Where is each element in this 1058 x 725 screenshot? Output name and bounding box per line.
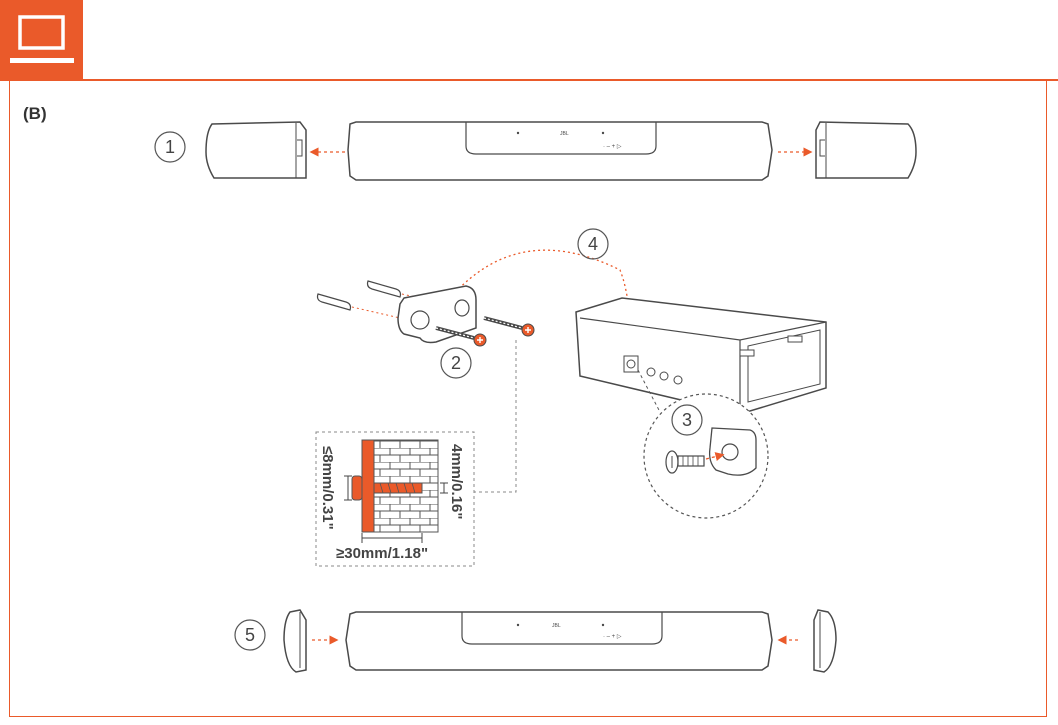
diagram-frame: [9, 80, 1047, 717]
right-end-speaker: [815, 121, 917, 179]
step-3-circle: [671, 404, 703, 436]
screw-head-detail: [351, 475, 363, 501]
step-5-soundbar: 5 JBL · – + ▷: [234, 609, 837, 673]
header-badge: [0, 0, 83, 80]
main-soundbar-bottom: [345, 611, 773, 671]
section-label: (B): [23, 104, 47, 123]
wall-anchor-1: [316, 293, 352, 311]
step-3-rear: 3: [575, 297, 827, 519]
max-plate-label: ≤8mm/0.31": [319, 446, 336, 530]
main-soundbar: [347, 121, 773, 181]
left-end-cap: [283, 609, 307, 673]
step-1-number: 1: [165, 137, 175, 157]
soundbar-rear-body: [575, 297, 827, 415]
step-2-circle: [440, 347, 472, 379]
step-4-circle: [577, 228, 609, 260]
tv-monitor-icon: [10, 15, 74, 63]
right-end-cap: [813, 609, 837, 673]
step-2-bracket: 2: [316, 280, 535, 379]
wall-detail-inset: ≤8mm/0.31" 4mm/0.16" ≥30mm/1.18": [315, 340, 517, 567]
step-5-number: 5: [245, 625, 255, 645]
svg-text:· – + ▷: · – + ▷: [603, 144, 622, 150]
svg-text:· – + ▷: · – + ▷: [603, 634, 622, 640]
step-4-number: 4: [588, 234, 598, 254]
keyhole-slot: [623, 355, 639, 373]
step-2-number: 2: [451, 353, 461, 373]
detail-circle: [643, 393, 769, 519]
screw-diameter-label: 4mm/0.16": [448, 444, 465, 520]
step-1-circle: [154, 131, 186, 163]
step-4-arc: 4: [451, 228, 635, 359]
left-end-speaker: [205, 121, 307, 179]
svg-text:JBL: JBL: [560, 131, 569, 137]
mounting-plate: [361, 439, 375, 533]
svg-text:JBL: JBL: [552, 623, 561, 629]
step-5-circle: [234, 619, 266, 651]
wall-anchor-2: [366, 280, 402, 298]
step-1-soundbar: 1 JBL · – + ▷: [154, 121, 917, 181]
screw-shaft-detail: [373, 482, 423, 494]
min-depth-label: ≥30mm/1.18": [336, 545, 428, 562]
step-3-number: 3: [682, 410, 692, 430]
